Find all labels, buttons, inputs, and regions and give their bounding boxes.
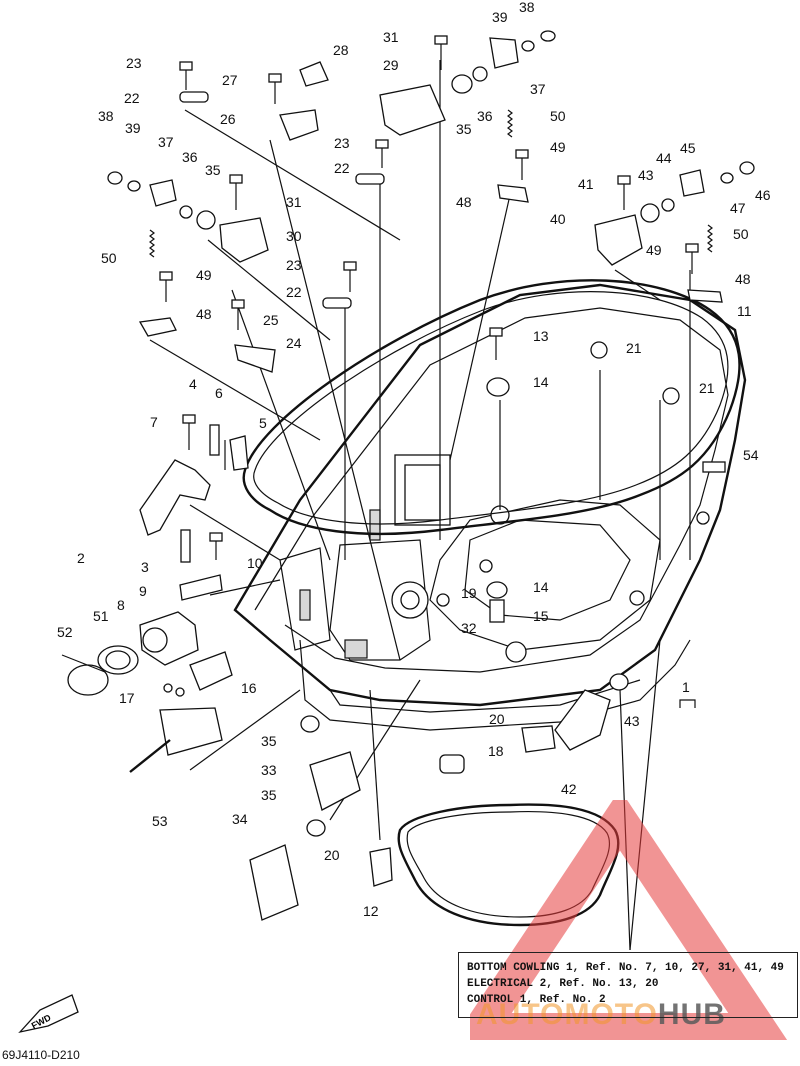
callout: 36 <box>182 149 198 165</box>
callout: 35 <box>261 733 277 749</box>
callout: 6 <box>215 385 223 401</box>
small-parts <box>18 30 755 1034</box>
callout: 43 <box>624 713 640 729</box>
callout: 46 <box>755 187 771 203</box>
callout: 33 <box>261 762 277 778</box>
callout: 20 <box>324 847 340 863</box>
callout: 48 <box>196 306 212 322</box>
callout: 19 <box>461 585 477 601</box>
callout: 50 <box>550 108 566 124</box>
callout: 51 <box>93 608 109 624</box>
callout: 32 <box>461 620 477 636</box>
callout: 40 <box>550 211 566 227</box>
callout: 12 <box>363 903 379 919</box>
callout: 42 <box>561 781 577 797</box>
callout: 15 <box>533 608 549 624</box>
callout: 18 <box>488 743 504 759</box>
callout: 2 <box>77 550 85 566</box>
callout: 50 <box>733 226 749 242</box>
callout: 48 <box>735 271 751 287</box>
callout: 54 <box>743 447 759 463</box>
callout: 35 <box>456 121 472 137</box>
callout: 8 <box>117 597 125 613</box>
callout: 21 <box>699 380 715 396</box>
callout: 26 <box>220 111 236 127</box>
callout: 22 <box>286 284 302 300</box>
callout: 49 <box>196 267 212 283</box>
callout: 41 <box>578 176 594 192</box>
callout: 23 <box>126 55 142 71</box>
callout: 23 <box>286 257 302 273</box>
callout: 5 <box>259 415 267 431</box>
callout: 7 <box>150 414 158 430</box>
callout: 49 <box>646 242 662 258</box>
callout: 52 <box>57 624 73 640</box>
callout-labels: 38 39 31 28 23 27 29 37 22 26 35 36 50 3… <box>57 0 771 919</box>
callout: 31 <box>383 29 399 45</box>
callout: 11 <box>737 303 752 319</box>
callout: 38 <box>98 108 114 124</box>
callout: 1 <box>682 679 690 695</box>
callout: 28 <box>333 42 349 58</box>
callout: 35 <box>205 162 221 178</box>
callout: 48 <box>456 194 472 210</box>
leader-lines <box>149 60 691 951</box>
callout: 45 <box>680 140 696 156</box>
callout: 44 <box>656 150 672 166</box>
drawing-code: 69J4110-D210 <box>2 1048 80 1062</box>
callout: 37 <box>530 81 546 97</box>
callout: 23 <box>334 135 350 151</box>
callout: 39 <box>492 9 508 25</box>
callout: 47 <box>730 200 746 216</box>
callout-1-bracket <box>679 699 696 708</box>
callout: 35 <box>261 787 277 803</box>
callout: 49 <box>550 139 566 155</box>
callout: 53 <box>152 813 168 829</box>
callout: 36 <box>477 108 493 124</box>
callout: 39 <box>125 120 141 136</box>
fwd-arrow <box>18 994 79 1034</box>
seal-ring-11 <box>242 279 741 536</box>
callout: 24 <box>286 335 302 351</box>
callout: 27 <box>222 72 238 88</box>
callout: 22 <box>334 160 350 176</box>
callout: 4 <box>189 376 197 392</box>
callout: 14 <box>533 374 549 390</box>
callout: 38 <box>519 0 535 15</box>
callout: 13 <box>533 328 549 344</box>
callout: 22 <box>124 90 140 106</box>
callout: 21 <box>626 340 642 356</box>
callout: 29 <box>383 57 399 73</box>
callout: 43 <box>638 167 654 183</box>
callout: 50 <box>101 250 117 266</box>
reference-legend: BOTTOM COWLING 1, Ref. No. 7, 10, 27, 31… <box>458 952 798 1018</box>
callout: 10 <box>247 555 263 571</box>
legend-line-1: BOTTOM COWLING 1, Ref. No. 7, 10, 27, 31… <box>467 962 784 974</box>
watermark-text: AUTOMOTOHUB <box>476 998 726 1031</box>
callout: 20 <box>489 711 505 727</box>
callout: 9 <box>139 583 147 599</box>
callout: 30 <box>286 228 302 244</box>
callout: 25 <box>263 312 279 328</box>
legend-line-3: CONTROL 1, Ref. No. 2 <box>467 994 606 1006</box>
callout: 31 <box>286 194 302 210</box>
callout: 14 <box>533 579 549 595</box>
legend-line-2: ELECTRICAL 2, Ref. No. 13, 20 <box>467 978 659 990</box>
callout: 17 <box>119 690 135 706</box>
callout: 37 <box>158 134 174 150</box>
callout: 34 <box>232 811 248 827</box>
bottom-cowling <box>233 283 747 731</box>
seal-ring-12 <box>397 803 620 927</box>
callout: 3 <box>141 559 149 575</box>
callout: 16 <box>241 680 257 696</box>
